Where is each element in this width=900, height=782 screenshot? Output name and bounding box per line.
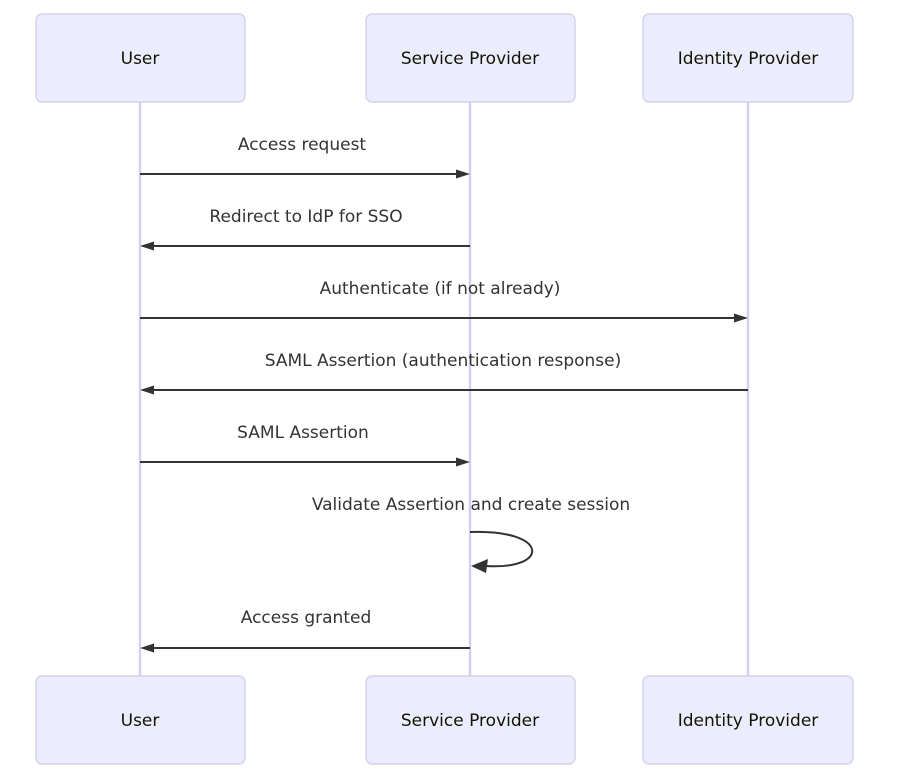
message-label: Validate Assertion and create session <box>312 495 630 515</box>
top-actor-boxes-group: User Service Provider Identity Provider <box>35 13 854 103</box>
message-label: Access request <box>238 135 367 155</box>
self-loop-path <box>469 530 533 568</box>
message-6-sp-to-sp[interactable]: Validate Assertion and create session <box>312 495 630 573</box>
actor-label-user: User <box>121 711 160 731</box>
actor-rect-sp <box>365 13 576 103</box>
message-label: SAML Assertion (authentication response) <box>265 351 622 371</box>
actor-box-top-user[interactable]: User <box>35 13 246 103</box>
message-1-user-to-sp[interactable]: Access request <box>140 135 470 179</box>
actor-box-bottom-sp[interactable]: Service Provider <box>365 675 576 765</box>
actor-rect-user <box>35 675 246 765</box>
message-label: Access granted <box>241 608 372 628</box>
arrow-head-right <box>456 457 470 467</box>
message-3-user-to-idp[interactable]: Authenticate (if not already) <box>140 279 748 323</box>
arrow-head-left <box>140 241 154 251</box>
message-2-sp-to-user[interactable]: Redirect to IdP for SSO <box>140 207 470 251</box>
actor-box-top-idp[interactable]: Identity Provider <box>642 13 854 103</box>
bottom-actor-boxes-group: User Service Provider Identity Provider <box>35 675 854 765</box>
actor-label-sp: Service Provider <box>401 49 539 69</box>
arrow-head-self-loop <box>471 559 488 573</box>
actor-rect-sp <box>365 675 576 765</box>
arrow-head-right <box>456 169 470 179</box>
message-4-idp-to-user[interactable]: SAML Assertion (authentication response) <box>140 351 748 395</box>
actor-box-top-sp[interactable]: Service Provider <box>365 13 576 103</box>
arrow-head-right <box>734 313 748 323</box>
actor-box-bottom-user[interactable]: User <box>35 675 246 765</box>
actor-label-idp: Identity Provider <box>678 49 819 69</box>
actor-box-bottom-idp[interactable]: Identity Provider <box>642 675 854 765</box>
actor-label-sp: Service Provider <box>401 711 539 731</box>
message-7-sp-to-user[interactable]: Access granted <box>140 608 470 653</box>
message-label: Redirect to IdP for SSO <box>209 207 402 227</box>
actor-label-idp: Identity Provider <box>678 711 819 731</box>
message-label: SAML Assertion <box>237 423 369 443</box>
message-5-user-to-sp[interactable]: SAML Assertion <box>140 423 470 467</box>
arrow-head-left <box>140 385 154 395</box>
actor-label-user: User <box>121 49 160 69</box>
actor-rect-idp <box>642 13 854 103</box>
arrow-head-left <box>140 643 154 653</box>
message-label: Authenticate (if not already) <box>320 279 561 299</box>
actor-rect-user <box>35 13 246 103</box>
actor-rect-idp <box>642 675 854 765</box>
